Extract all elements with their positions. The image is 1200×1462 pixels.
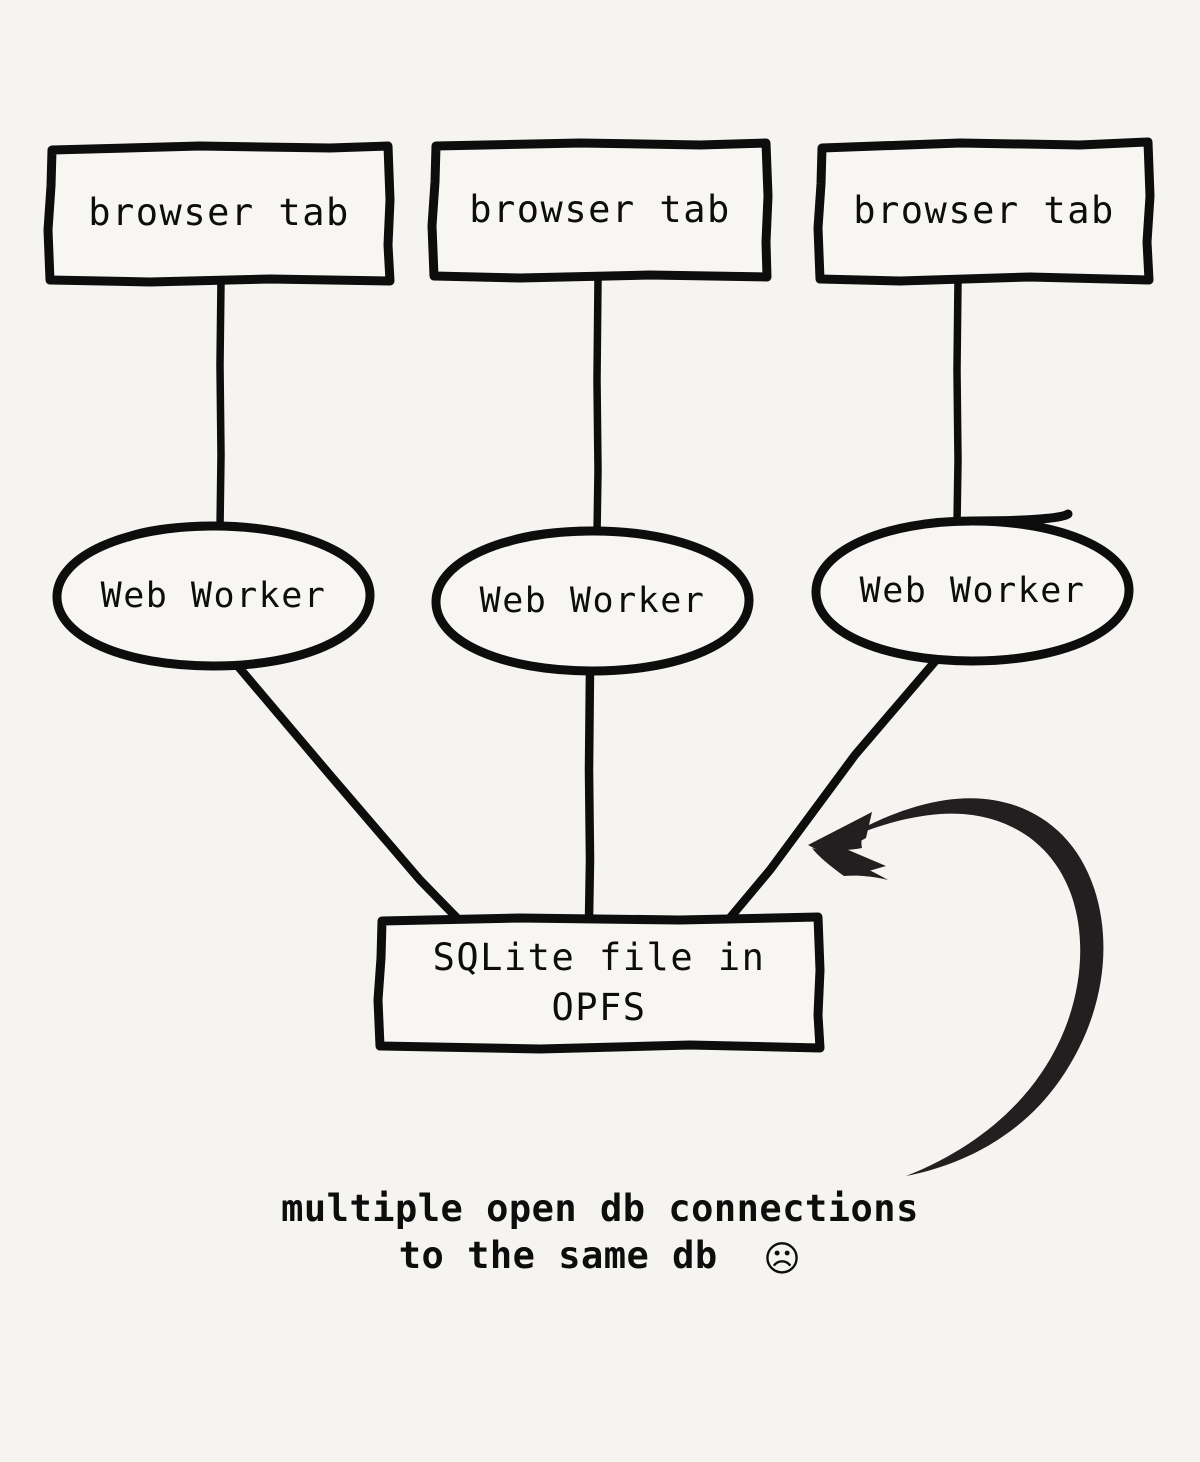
browser-tab-box-1[interactable] — [43, 141, 395, 287]
edge-worker2-storage — [584, 663, 595, 924]
annotation-caption-line2-wrapper: to the same db ☹ — [0, 1232, 1200, 1283]
annotation-caption-line1: multiple open db connections — [281, 1187, 919, 1230]
sqlite-opfs-box[interactable] — [373, 912, 825, 1054]
browser-tab-box-3[interactable] — [813, 137, 1155, 286]
frowning-face-icon: ☹ — [763, 1239, 802, 1281]
web-worker-ellipse-3[interactable] — [811, 509, 1134, 666]
annotation-caption-line2: to the same db — [398, 1234, 764, 1278]
edge-worker3-storage — [724, 653, 943, 924]
edge-worker1-storage — [226, 653, 463, 924]
web-worker-ellipse-2[interactable] — [431, 526, 754, 676]
annotation-caption: multiple open db connections to the same… — [0, 1185, 1200, 1283]
edge-tab1-worker1 — [216, 277, 225, 532]
browser-tab-box-2[interactable] — [427, 138, 773, 283]
edge-tab2-worker2 — [593, 275, 602, 538]
edge-tab3-worker3 — [953, 276, 962, 527]
web-worker-ellipse-1[interactable] — [52, 521, 375, 671]
annotation-curved-arrow — [808, 798, 1104, 1176]
